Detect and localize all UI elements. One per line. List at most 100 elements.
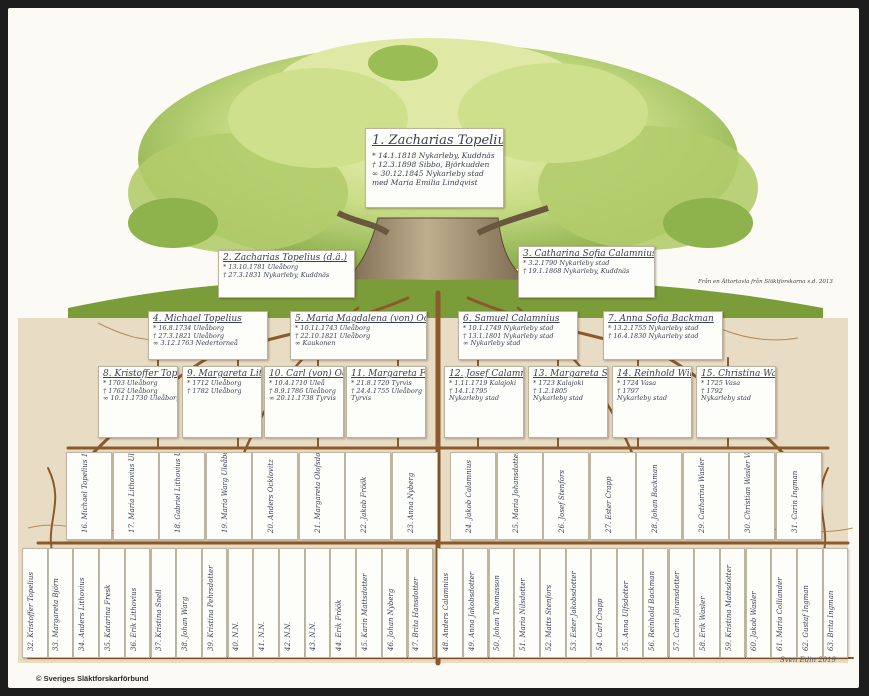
ancestor-name: 28. Johan Backman bbox=[651, 464, 659, 533]
ancestor-detail: † 1797 bbox=[617, 386, 639, 395]
ancestor-box-gen5: 26. Josef Stenfors bbox=[543, 452, 589, 540]
ancestor-box-gen5: 17. Maria Lithovius Uleåborg bbox=[112, 452, 159, 540]
ancestor-box-gen6: 35. Katarina Fresk bbox=[99, 548, 125, 658]
ancestor-name: 30. Christian Wasler Vasa bbox=[744, 452, 752, 533]
ancestor-name: 3. Catharina Sofia Calamnius bbox=[523, 249, 655, 259]
ancestor-box-gen6: 50. Johan Thomasson bbox=[488, 548, 515, 658]
ancestor-box-gen4: 12. Josef Calamnius* 1.11.1719 Kalajoki†… bbox=[444, 366, 524, 438]
ancestor-box-gen5: 31. Carin Ingman bbox=[775, 452, 822, 540]
foliage bbox=[128, 38, 758, 273]
ancestor-name: 61. Maria Colliander bbox=[776, 577, 785, 651]
ancestor-box-gen5: 21. Margareta Olofsdotter bbox=[298, 452, 345, 540]
ancestor-box-gen6: 63. Brita Ingman bbox=[822, 548, 849, 658]
ancestor-name: 32. Kristoffer Topelius bbox=[26, 571, 35, 651]
ancestor-box-gen6: 52. Matts Stenfors bbox=[540, 548, 566, 658]
ancestor-box-gen6: 39. Kristina Pehrsdotter bbox=[201, 548, 228, 658]
ancestor-box-gen6: 55. Anna Ulfsdotter bbox=[617, 548, 643, 658]
ancestor-name: 52. Matts Stenfors bbox=[544, 584, 553, 651]
ancestor-box-gen6: 33. Margareta Björn bbox=[47, 548, 74, 658]
ancestor-detail: * 1725 Vasa bbox=[701, 379, 741, 387]
ancestor-box-gen3: 5. Maria Magdalena (von) Ocklovitz* 10.1… bbox=[290, 311, 427, 360]
ancestor-detail: * 3.2.1790 Nykarleby stad bbox=[523, 259, 610, 267]
ancestor-box-gen4: 14. Reinhold Wilhelm Backman* 1724 Vasa†… bbox=[612, 366, 692, 438]
copyright-credit: © Sveriges Släktforskarförbund bbox=[36, 674, 149, 683]
ancestor-name: 15. Christina Wasler bbox=[701, 369, 775, 379]
ancestor-name: 40. N.N. bbox=[232, 621, 241, 651]
ancestor-name: 49. Anna Jakobsdotter bbox=[467, 571, 476, 651]
ancestor-name: 7. Anna Sofia Backman bbox=[608, 314, 714, 324]
ancestor-box-gen4: 13. Margareta Stenfors* 1723 Kalajoki† 1… bbox=[528, 366, 608, 438]
ancestor-name: 46. Johan Nyberg bbox=[386, 588, 395, 651]
ancestor-box-gen6: 42. N.N. bbox=[279, 548, 305, 658]
ancestor-box-gen5: 20. Anders Ocklovitz bbox=[252, 452, 298, 540]
ancestor-box-gen5: 23. Anna Nyberg bbox=[391, 452, 438, 540]
ancestor-box-gen5: 16. Michael Topelius 1670–1732 bbox=[66, 452, 112, 540]
ancestor-name: 11. Margareta Fröök bbox=[351, 369, 426, 379]
ancestor-name: 60. Jakob Wasler bbox=[750, 591, 759, 651]
ancestor-name: 23. Anna Nyberg bbox=[406, 472, 415, 533]
ancestor-box-gen6: 43. N.N. bbox=[304, 548, 331, 658]
ancestor-box-gen6: 41. N.N. bbox=[253, 548, 279, 658]
ancestor-name: 47. Brita Hansdotter bbox=[412, 577, 421, 652]
ancestor-name: 48. Anders Calamnius bbox=[441, 572, 450, 651]
ancestor-name: 62. Gustaf Ingman bbox=[801, 585, 810, 651]
ancestor-name: 9. Margareta Lithovius bbox=[187, 369, 261, 379]
ancestor-name: 35. Katarina Fresk bbox=[103, 584, 112, 651]
ancestor-box-gen6: 53. Ester Jakobsdotter bbox=[565, 548, 592, 658]
ancestor-box-gen6: 60. Jakob Wasler bbox=[745, 548, 772, 658]
ancestor-detail: * 1703 Uleåborg bbox=[103, 379, 158, 387]
ancestor-detail: * 1712 Uleåborg bbox=[187, 379, 242, 387]
ancestor-name: 14. Reinhold Wilhelm Backman bbox=[617, 369, 692, 379]
ancestor-name: 53. Ester Jakobsdotter bbox=[570, 571, 579, 651]
ancestor-detail: * 10.1.1749 Nykarleby stad bbox=[463, 324, 554, 332]
ancestor-detail: † 1792 bbox=[701, 386, 723, 395]
ancestor-box-gen4: 10. Carl (von) Ocklovitz* 10.4.1710 Uleå… bbox=[264, 366, 344, 438]
ancestor-name: 13. Margareta Stenfors bbox=[533, 369, 608, 379]
ancestor-detail: † 8.9.1786 Uleåborg bbox=[269, 386, 336, 395]
ancestor-detail: * 13.2.1755 Nykarleby stad bbox=[608, 324, 699, 332]
ancestor-box-gen6: 40. N.N. bbox=[227, 548, 254, 658]
ancestor-box-gen6: 36. Erik Lithovius bbox=[124, 548, 151, 658]
ancestor-name: 24. Jakob Calamnius bbox=[465, 460, 473, 533]
ancestor-name: 2. Zacharias Topelius (d.ä.) bbox=[223, 253, 348, 263]
ancestor-name: 38. Johan Warg bbox=[180, 596, 189, 651]
ancestor-name: 4. Michael Topelius bbox=[153, 314, 242, 324]
ancestor-box-gen4: 8. Kristoffer Topelius* 1703 Uleåborg† 1… bbox=[98, 366, 178, 438]
ancestor-detail: Nykarleby stad bbox=[701, 394, 752, 403]
ancestor-detail: ∞ Nykarleby stad bbox=[463, 339, 521, 348]
ancestor-detail: † 1782 Uleåborg bbox=[187, 386, 242, 395]
ancestor-name: 8. Kristoffer Topelius bbox=[103, 369, 178, 379]
ancestor-name: 6. Samuel Calamnius bbox=[463, 314, 560, 324]
ancestor-box-gen6: 45. Karin Mattsdotter bbox=[356, 548, 382, 658]
ancestor-detail: * 13.10.1781 Uleåborg bbox=[223, 263, 299, 271]
ancestor-detail: * 16.8.1734 Uleåborg bbox=[153, 324, 225, 332]
ancestor-name: 20. Anders Ocklovitz bbox=[267, 459, 275, 533]
ancestor-detail: † 27.3.1821 Uleåborg bbox=[153, 331, 225, 340]
ancestor-detail: ∞ Kaukonen bbox=[295, 339, 336, 348]
ancestor-name: 33. Margareta Björn bbox=[52, 578, 61, 651]
ancestor-detail: † 12.3.1898 Sibbo, Björkudden bbox=[372, 160, 490, 169]
ancestor-detail: Nykarleby stad bbox=[617, 394, 668, 403]
ancestor-name: 50. Johan Thomasson bbox=[493, 575, 502, 651]
ancestor-box-gen6: 32. Kristoffer Topelius bbox=[22, 548, 48, 658]
ancestor-detail: † 22.10.1821 Uleåborg bbox=[295, 331, 371, 340]
ancestor-box-gen6: 61. Maria Colliander bbox=[771, 548, 797, 658]
ancestor-name: 55. Anna Ulfsdotter bbox=[621, 581, 630, 651]
ancestor-detail: med Maria Emilia Lindqvist bbox=[372, 178, 478, 187]
ancestor-box-gen6: 57. Carin Jöransdotter bbox=[668, 548, 694, 658]
ancestor-detail: ∞ 10.11.1730 Uleåborg bbox=[103, 394, 178, 403]
ancestor-detail: Nykarleby stad bbox=[449, 394, 500, 403]
ancestor-detail: † 27.3.1831 Nykarleby, Kuddnäs bbox=[223, 270, 330, 279]
ancestor-detail: * 10.4.1710 Uleå bbox=[269, 379, 325, 387]
ancestor-name: 44. Erik Fröök bbox=[335, 599, 344, 651]
ancestor-detail: * 21.8.1720 Tyrvis bbox=[351, 379, 412, 387]
ancestor-box-gen6: 56. Reinhold Backman bbox=[642, 548, 669, 658]
ancestor-name: 45. Karin Mattsdotter bbox=[360, 573, 369, 651]
ancestor-name: 37. Kristina Snell bbox=[155, 589, 164, 651]
ancestor-box-gen6: 48. Anders Calamnius bbox=[437, 548, 463, 658]
ancestor-box-gen4: 11. Margareta Fröök* 21.8.1720 Tyrvis† 2… bbox=[346, 366, 426, 438]
ancestor-box-gen3: 4. Michael Topelius* 16.8.1734 Uleåborg†… bbox=[148, 311, 268, 360]
ancestor-box-gen5: 30. Christian Wasler Vasa bbox=[729, 452, 775, 540]
ancestor-detail: * 10.11.1743 Uleåborg bbox=[295, 324, 371, 332]
ancestor-detail: † 1.2.1805 bbox=[533, 386, 568, 395]
